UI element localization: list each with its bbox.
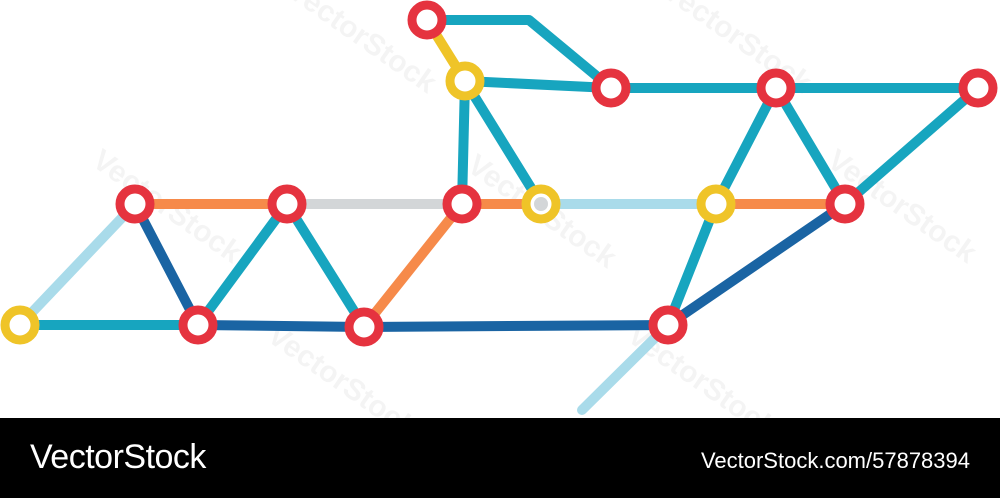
- station-s1: [407, 0, 447, 40]
- route-segment-s15-tail: [577, 320, 673, 415]
- station-s15: [648, 305, 688, 345]
- route-segment-s11-s5: [840, 83, 983, 209]
- route-segment-s8-s14: [282, 199, 369, 332]
- route-segment-top-loop: [422, 15, 616, 93]
- route-segment-s2-s3: [460, 76, 616, 93]
- route-segment-s15-s10: [663, 199, 721, 330]
- footer-bar: VectorStock VectorStock.com/57878394: [0, 418, 1000, 498]
- station-s6: [442, 184, 482, 224]
- route-segment-s4-s11: [771, 83, 850, 209]
- route-segment-s4-s10: [711, 83, 781, 209]
- brand-logo: VectorStock: [30, 438, 206, 476]
- metro-map: [0, 0, 998, 415]
- station-s13: [178, 305, 218, 345]
- image-id: VectorStock.com/57878394: [700, 448, 970, 473]
- route-segment-s2-s9: [460, 76, 546, 209]
- station-s8: [267, 184, 307, 224]
- station-s11: [825, 184, 865, 224]
- route-segment-s7-s12: [15, 199, 140, 330]
- route-segment-s7-s13: [130, 199, 203, 330]
- station-s5: [958, 68, 998, 108]
- station-s7: [115, 184, 155, 224]
- route-segment-s13-s14: [193, 320, 369, 332]
- station-s9-center: [534, 197, 548, 211]
- route-segment-s15-s11: [663, 199, 850, 330]
- route-segment-s14-s6: [359, 199, 467, 332]
- station-s2: [445, 61, 485, 101]
- route-segment-s14-s15: [359, 320, 673, 332]
- metro-map-canvas: VectorStock VectorStock VectorStock Vect…: [0, 0, 998, 445]
- station-s14: [344, 307, 384, 347]
- station-s3: [591, 68, 631, 108]
- station-s10: [696, 184, 736, 224]
- station-s12: [0, 305, 40, 345]
- route-segment-s2-s6: [457, 76, 470, 209]
- route-segment-s13-s8: [193, 199, 292, 330]
- station-s4: [756, 68, 796, 108]
